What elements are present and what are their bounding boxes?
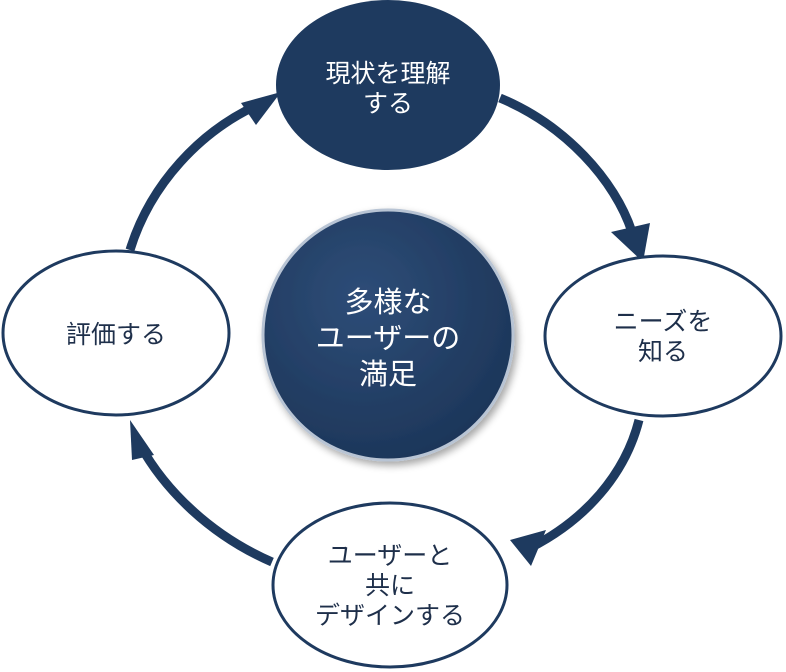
arrow-right-to-bottom	[527, 418, 644, 553]
node-bottom-shape	[271, 501, 509, 669]
arrowhead-left	[130, 420, 154, 460]
arrow-top-to-right	[498, 93, 637, 234]
node-top-shape	[276, 0, 500, 170]
center-line2: ユーザーの	[316, 321, 460, 355]
node-bottom-line3: デザインする	[315, 601, 465, 630]
node-bottom-line2: 共に	[365, 571, 415, 600]
center-line1: 多様な	[344, 285, 431, 319]
node-top-line1: 現状を理解	[325, 59, 450, 88]
node-left-line1: 評価する	[66, 320, 166, 349]
cycle-arrows	[125, 93, 644, 567]
node-know-needs: ニーズを 知る	[543, 254, 783, 418]
arrowhead-top	[241, 92, 281, 125]
node-bottom-line1: ユーザーと	[328, 541, 453, 570]
arrowhead-right	[611, 223, 650, 262]
node-evaluate: 評価する	[1, 249, 231, 417]
node-right-line2: 知る	[638, 337, 688, 366]
node-top-line2: する	[363, 89, 413, 118]
arrow-left-to-top	[125, 98, 264, 252]
center-line3: 満足	[359, 357, 417, 391]
node-design-with-users: ユーザーと 共に デザインする	[271, 501, 509, 669]
center-goal: 多様な ユーザーの 満足	[261, 208, 515, 462]
center-circle	[261, 208, 515, 462]
arrow-bottom-to-left	[136, 442, 274, 567]
node-understand-current-state: 現状を理解 する	[276, 0, 500, 170]
node-right-line1: ニーズを	[614, 307, 713, 336]
node-right-shape	[543, 254, 783, 418]
node-left-shape	[1, 249, 231, 417]
arrowhead-bottom	[510, 530, 546, 566]
arrowheads	[130, 92, 650, 566]
